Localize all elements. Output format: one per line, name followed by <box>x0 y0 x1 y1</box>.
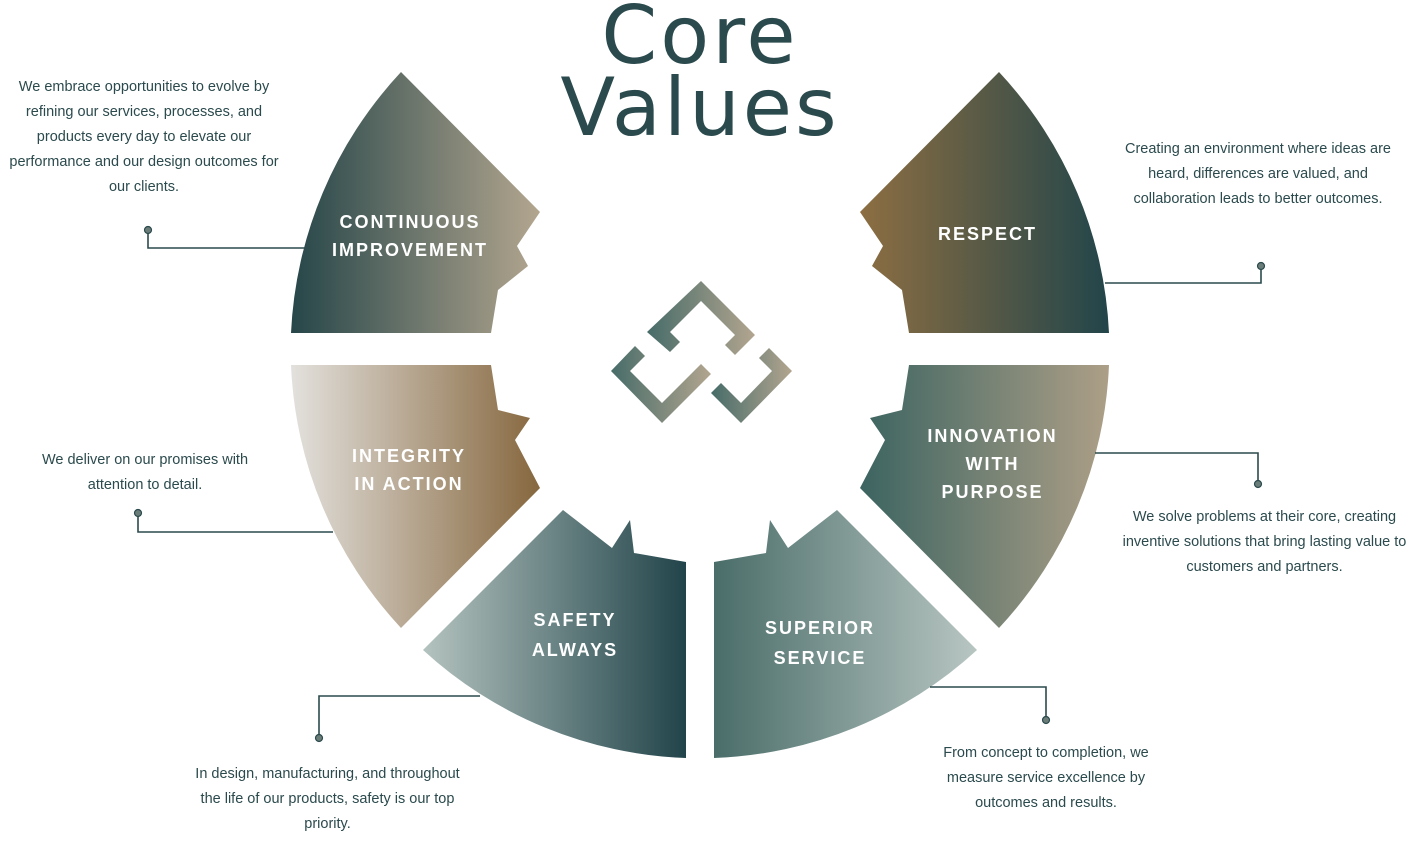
description-continuous-improvement: We embrace opportunities to evolve by re… <box>9 79 279 195</box>
segment-continuous-improvement <box>291 72 540 333</box>
description-innovation-with-purpose: We solve problems at their core, creatin… <box>1122 509 1407 575</box>
center-logo-icon <box>611 281 792 423</box>
connector-integrity <box>137 513 333 533</box>
segment-safety-always <box>423 510 686 758</box>
description-respect: Creating an environment where ideas are … <box>1125 141 1391 207</box>
connector-safety <box>318 695 480 738</box>
connectors <box>137 230 1262 738</box>
segment-superior-service <box>714 510 977 758</box>
segment-innovation-with-purpose <box>860 365 1109 628</box>
description-integrity-in-action: We deliver on our promises with attentio… <box>41 452 249 493</box>
connector-continuous-improvement <box>147 230 305 249</box>
page-title: Core Values <box>540 0 860 148</box>
title-line-2: Values <box>560 61 840 154</box>
title-line-1: Core <box>601 0 799 82</box>
segment-integrity-in-action <box>291 365 540 628</box>
description-superior-service: From concept to completion, we measure s… <box>943 745 1149 811</box>
segment-respect <box>860 72 1109 333</box>
description-safety-always: In design, manufacturing, and throughout… <box>195 766 460 832</box>
connector-superior <box>930 686 1047 720</box>
connector-respect <box>1105 266 1262 284</box>
label-respect: RESPECT <box>937 224 1038 244</box>
connector-dots <box>133 225 1266 743</box>
connector-innovation <box>1095 452 1259 484</box>
